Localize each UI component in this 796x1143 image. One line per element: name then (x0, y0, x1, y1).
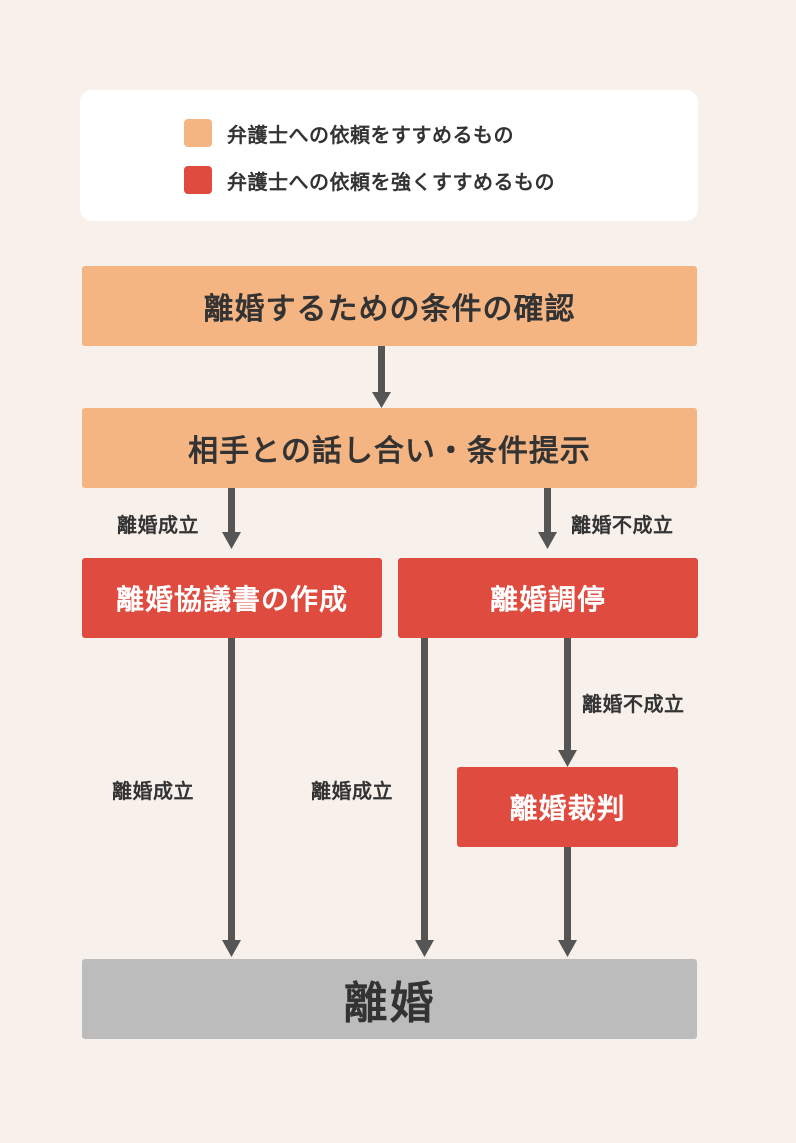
legend-item-recommend: 弁護士への依頼をすすめるもの (184, 119, 514, 147)
step-mediation: 離婚調停 (398, 558, 698, 638)
arrow-trial-to-divorce (564, 847, 571, 942)
edge-label-agreement-success: 離婚成立 (112, 779, 194, 803)
legend-item-strongly-recommend: 弁護士への依頼を強くすすめるもの (184, 166, 555, 194)
arrowhead-trial-to-divorce (558, 940, 577, 957)
arrowhead-confirm-to-discussion (372, 392, 391, 408)
step-discussion: 相手との話し合い・条件提示 (82, 408, 697, 488)
step-confirm-conditions: 離婚するための条件の確認 (82, 266, 697, 346)
arrowhead-discussion-to-agreement (222, 532, 241, 549)
legend-swatch-recommend (184, 119, 212, 147)
arrow-agreement-to-divorce (228, 638, 235, 942)
legend-swatch-strongly-recommend (184, 166, 212, 194)
arrowhead-mediation-to-trial (558, 750, 577, 767)
arrow-discussion-to-agreement (228, 488, 235, 534)
edge-label-mediation-failure: 離婚不成立 (582, 692, 685, 716)
arrowhead-agreement-to-divorce (222, 940, 241, 957)
edge-label-discussion-failure: 離婚不成立 (571, 513, 674, 537)
arrowhead-mediation-to-divorce (415, 940, 434, 957)
edge-label-mediation-success: 離婚成立 (311, 779, 393, 803)
legend: 弁護士への依頼をすすめるもの 弁護士への依頼を強くすすめるもの (80, 90, 698, 221)
arrow-mediation-to-trial (564, 638, 571, 752)
legend-label-recommend: 弁護士への依頼をすすめるもの (227, 122, 514, 147)
arrow-discussion-to-mediation (544, 488, 551, 534)
step-agreement-document: 離婚協議書の作成 (82, 558, 382, 638)
step-trial: 離婚裁判 (457, 767, 678, 847)
arrowhead-discussion-to-mediation (538, 532, 557, 549)
step-divorce: 離婚 (82, 959, 697, 1039)
edge-label-discussion-success: 離婚成立 (117, 513, 199, 537)
legend-label-strongly-recommend: 弁護士への依頼を強くすすめるもの (227, 169, 555, 194)
arrow-mediation-to-divorce (421, 638, 428, 942)
arrow-confirm-to-discussion (378, 346, 385, 394)
